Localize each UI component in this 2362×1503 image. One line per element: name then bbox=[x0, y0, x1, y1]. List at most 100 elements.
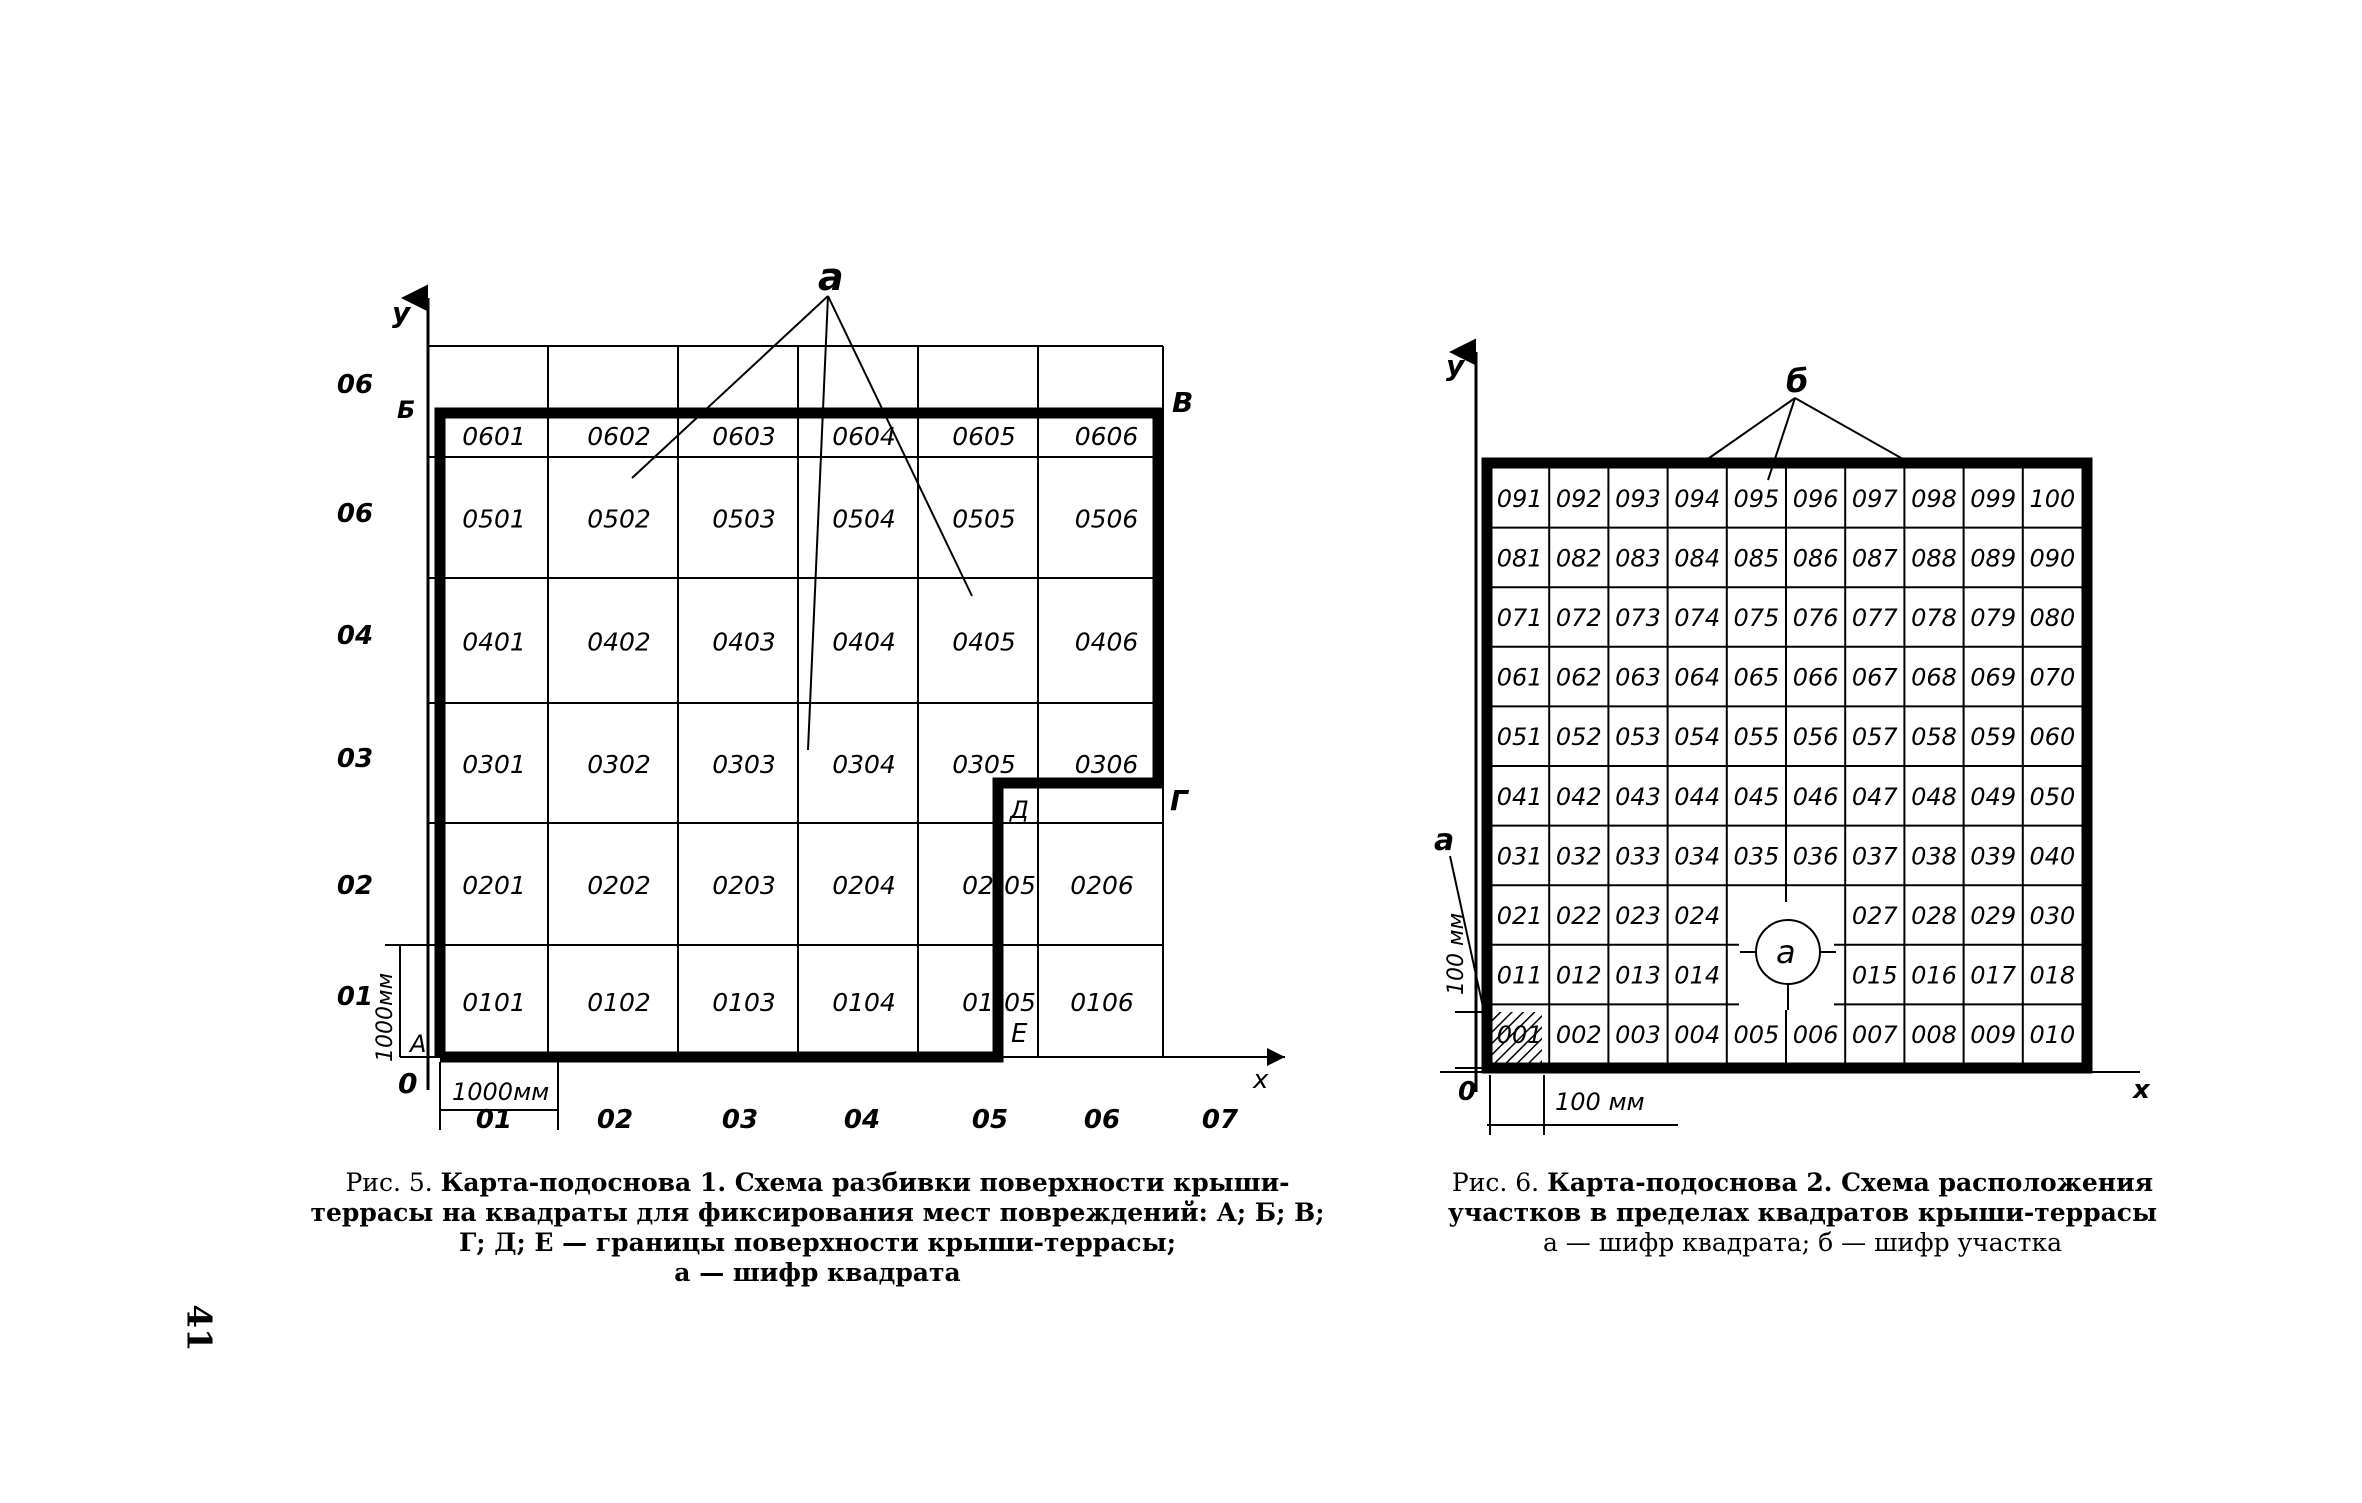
figure5-column-label: 01 bbox=[476, 1105, 512, 1135]
figure6-cell-code: 069 bbox=[1970, 664, 2016, 692]
figure5-caption-lead: Рис. 5. bbox=[345, 1168, 433, 1197]
figure6-cell-code: 060 bbox=[2029, 723, 2075, 751]
figure5-corner-b: Б bbox=[397, 396, 415, 424]
figure6-cell-code: 035 bbox=[1733, 842, 1779, 870]
figure6-cell-code: 047 bbox=[1852, 783, 1899, 811]
figure6-cell-code: 070 bbox=[2029, 664, 2075, 692]
figure5-thin-grid bbox=[427, 345, 1164, 1057]
figure6-cell-code: 037 bbox=[1852, 842, 1899, 870]
figure6-cell-code: 004 bbox=[1674, 1021, 1720, 1049]
figure5-dim-vertical: 1000мм bbox=[373, 973, 398, 1062]
figure6-cell-code: 076 bbox=[1793, 604, 1839, 632]
figure6-cell-code: 052 bbox=[1556, 723, 1602, 751]
figure5-cell-code: 0201 bbox=[462, 871, 526, 900]
figure6-cell-code: 065 bbox=[1733, 664, 1779, 692]
figure6-cell-code: 044 bbox=[1674, 783, 1720, 811]
figure5-cell-code: 05 bbox=[1004, 988, 1036, 1017]
figure6-cell-code: 036 bbox=[1793, 842, 1839, 870]
figure6-pointer-label-b: б bbox=[1786, 362, 1808, 400]
figure6-cell-code: 042 bbox=[1556, 783, 1602, 811]
figure5-cell-code: 0306 bbox=[1075, 750, 1139, 779]
figure6-cell-code: 057 bbox=[1852, 723, 1899, 751]
figure5-x-axis-label: x bbox=[1252, 1065, 1269, 1095]
figure6-cell-code: 013 bbox=[1615, 962, 1661, 990]
figure6-cell-code: 078 bbox=[1911, 604, 1957, 632]
figure5-corner-g: Г bbox=[1170, 784, 1190, 817]
figure6-cell-code: 096 bbox=[1793, 485, 1839, 513]
figure5-cell-code: 0501 bbox=[462, 505, 526, 534]
figure5-cell-code: 0605 bbox=[952, 422, 1016, 451]
figure5-cell-code: 0503 bbox=[712, 505, 776, 534]
figure6-cell-code: 073 bbox=[1615, 604, 1661, 632]
figure6-cell-code: 016 bbox=[1911, 962, 1957, 990]
figure5-row-label: 04 bbox=[337, 621, 373, 651]
figure6-cell-code: 090 bbox=[2029, 544, 2075, 572]
figure6-cell-code: 010 bbox=[2029, 1021, 2075, 1049]
figure6-cell-code: 029 bbox=[1970, 902, 2016, 930]
figure5-cell-code: 0304 bbox=[832, 750, 896, 779]
figure6-cell-code: 053 bbox=[1615, 723, 1661, 751]
figure6-pointer-lines bbox=[1449, 397, 1911, 1031]
figure6-cell-code: 077 bbox=[1852, 604, 1899, 632]
figure6-cell-code: 067 bbox=[1852, 664, 1899, 692]
figure6-caption-text: Карта-подоснова 2. Схема расположения уч… bbox=[1447, 1168, 2158, 1227]
figure6-roof-boundary bbox=[1481, 457, 2093, 1074]
figure5-cell-code: 0104 bbox=[832, 988, 896, 1017]
figure6-cell-code: 086 bbox=[1793, 544, 1839, 572]
figure6-cell-code: 059 bbox=[1970, 723, 2016, 751]
figure6-cell-code: 082 bbox=[1556, 544, 1602, 572]
figure6-cell-code: 032 bbox=[1556, 842, 1602, 870]
figure5-cell-code: 0204 bbox=[832, 871, 896, 900]
figure6-caption: Рис. 6. Карта-подоснова 2. Схема располо… bbox=[1395, 1168, 2210, 1258]
figure5-cell-code: 0303 bbox=[712, 750, 776, 779]
figure6-hatched-cell bbox=[1490, 1012, 1542, 1064]
figure6-cell-code: 015 bbox=[1852, 962, 1898, 990]
figure6-dimensions bbox=[1455, 895, 1678, 1135]
figure5-cell-code: 0301 bbox=[462, 750, 526, 779]
figure6-cell-code: 066 bbox=[1793, 664, 1839, 692]
figure6-dim-horizontal: 100 мм bbox=[1555, 1088, 1645, 1116]
figure6-cell-code: 091 bbox=[1497, 485, 1543, 513]
figure5-column-label: 02 bbox=[597, 1105, 633, 1135]
figure5-cell-code: 0502 bbox=[587, 505, 651, 534]
figure6-circle-label: a bbox=[1776, 933, 1796, 971]
figure5-y-axis-label: y bbox=[392, 296, 412, 329]
figure5-cell-code: 02 bbox=[962, 871, 994, 900]
figure6-cell-code: 093 bbox=[1615, 485, 1661, 513]
figure6-cell-code: 008 bbox=[1911, 1021, 1957, 1049]
figure5-pointer-lines bbox=[631, 295, 973, 751]
figure5-column-label: 04 bbox=[844, 1105, 880, 1135]
figure5-cell-code: 0604 bbox=[832, 422, 896, 451]
figure5-cell-code: 0402 bbox=[587, 628, 651, 657]
figure6-cell-code: 046 bbox=[1793, 783, 1839, 811]
figure6-cell-code: 007 bbox=[1852, 1021, 1899, 1049]
figure6-cell-code: 094 bbox=[1674, 485, 1720, 513]
figure6-cell-code: 011 bbox=[1497, 962, 1543, 990]
figure6-cell-code: 027 bbox=[1852, 902, 1899, 930]
figure6-cell-code: 033 bbox=[1615, 842, 1661, 870]
figure6-cell-code: 098 bbox=[1911, 485, 1957, 513]
figure6-cell-code: 072 bbox=[1556, 604, 1602, 632]
figure6-cell-code: 040 bbox=[2029, 842, 2075, 870]
figure6-cell-code: 049 bbox=[1970, 783, 2016, 811]
figure6-cell-code: 021 bbox=[1497, 902, 1543, 930]
figure6-cell-code: 061 bbox=[1497, 664, 1543, 692]
figure5-cell-code: 0403 bbox=[712, 628, 776, 657]
figure6-cell-code: 075 bbox=[1733, 604, 1779, 632]
figure5-cell-code: 0506 bbox=[1075, 505, 1139, 534]
figure6-cell-code: 031 bbox=[1497, 842, 1543, 870]
figure6-caption-tail: а — шифр квадрата; б — шифр участка bbox=[1542, 1228, 2063, 1257]
figure6-origin-label: 0 bbox=[1458, 1077, 1476, 1107]
figure5-pointer-label: a bbox=[818, 255, 844, 299]
page-number: 41 bbox=[178, 1304, 219, 1352]
figure6-cell-code: 050 bbox=[2029, 783, 2075, 811]
figure6-cell-code: 081 bbox=[1497, 544, 1543, 572]
figure6-cell-code: 043 bbox=[1615, 783, 1661, 811]
figure5-dim-horizontal: 1000мм bbox=[452, 1078, 549, 1106]
figure5-cell-code: 0505 bbox=[952, 505, 1016, 534]
figure6-cell-code: 023 bbox=[1615, 902, 1661, 930]
figure5-column-label: 05 bbox=[972, 1105, 1008, 1135]
